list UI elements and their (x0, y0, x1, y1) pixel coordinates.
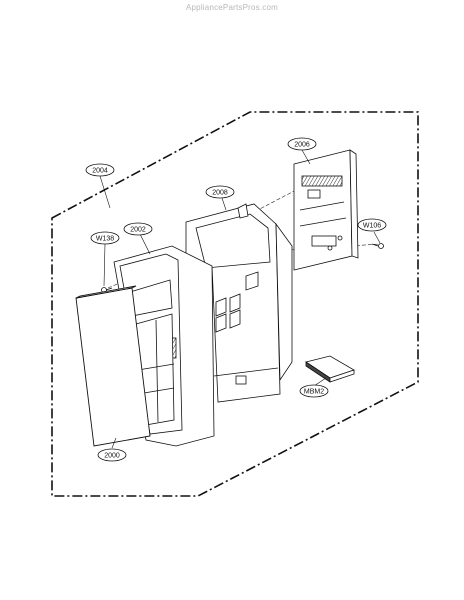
callout-2004: 2004 (85, 163, 115, 177)
svg-text:W106: W106 (363, 223, 381, 230)
callout-2008: 2008 (205, 185, 235, 199)
callout-mbm2: MBM2 (299, 384, 329, 398)
assembly-boundary (51, 111, 419, 497)
svg-text:2004: 2004 (92, 168, 108, 175)
part-w106-screw (371, 243, 384, 249)
part-2006-pcb (293, 149, 359, 271)
callout-2006: 2006 (287, 137, 317, 151)
part-2000-panel (75, 285, 151, 447)
svg-text:2000: 2000 (104, 453, 120, 460)
svg-text:2006: 2006 (294, 142, 310, 149)
callout-2000: 2000 (97, 448, 127, 462)
callout-leaders (99, 149, 381, 449)
svg-text:MBM2: MBM2 (304, 389, 324, 396)
svg-text:W138: W138 (96, 236, 114, 243)
callout-w106: W106 (357, 218, 387, 232)
part-2008-frame (185, 203, 293, 403)
callout-2002: 2002 (123, 222, 153, 236)
part-mbm2-module (305, 355, 355, 383)
svg-text:2008: 2008 (212, 190, 228, 197)
watermark: AppliancePartsPros.com (186, 3, 278, 12)
svg-text:2002: 2002 (130, 227, 146, 234)
callout-w138: W138 (90, 231, 120, 245)
